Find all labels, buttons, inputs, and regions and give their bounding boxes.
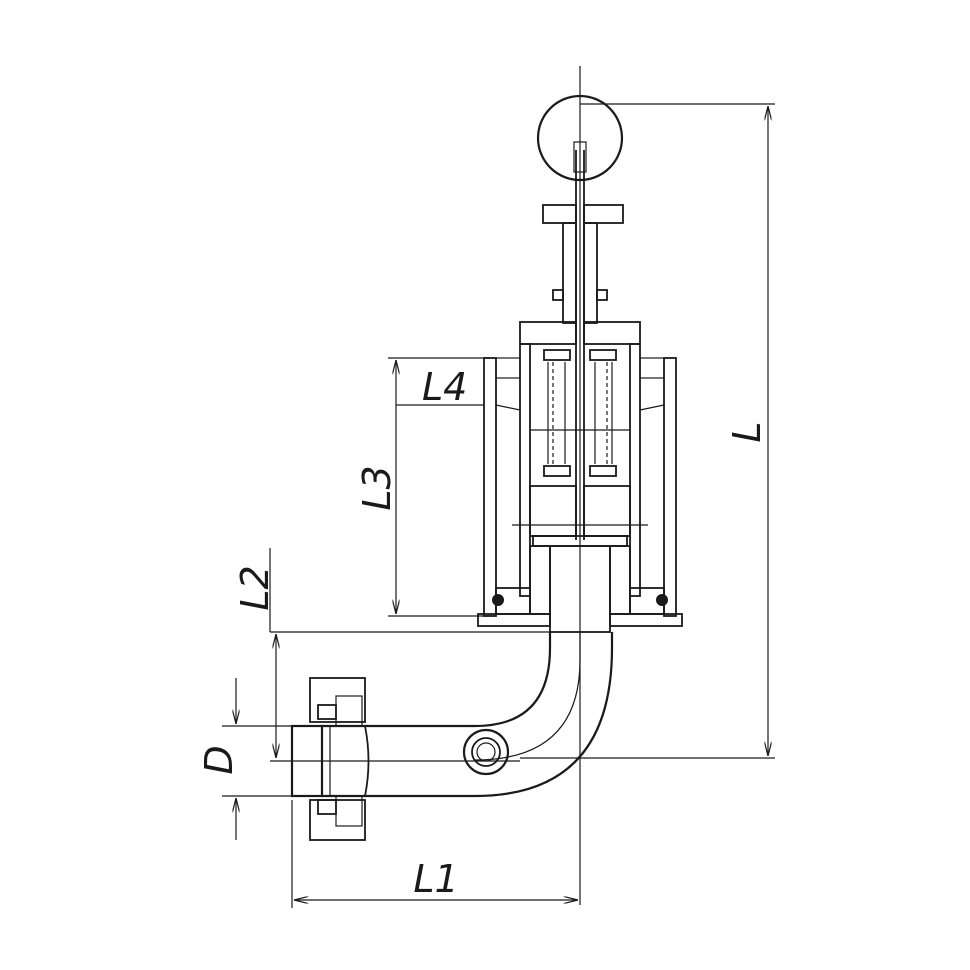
label-l3: L3 (355, 465, 399, 510)
centerlines (270, 66, 581, 905)
label-d: D (197, 745, 241, 774)
spring-housing (512, 321, 648, 633)
label-l: L (725, 421, 769, 442)
union-fitting (290, 677, 370, 841)
dimension-d: D (197, 678, 292, 840)
label-l4: L4 (422, 365, 467, 409)
dimension-l3: L3 (355, 357, 490, 617)
label-l2: L2 (233, 565, 277, 610)
label-l1: L1 (413, 857, 458, 901)
dimension-l2: L2 (233, 548, 550, 758)
dimension-l4: L4 (396, 365, 484, 409)
elbow-pipe (365, 632, 614, 798)
dimension-l: L (520, 103, 775, 759)
dimension-l1: L1 (291, 800, 578, 908)
handle-flange (542, 204, 624, 324)
